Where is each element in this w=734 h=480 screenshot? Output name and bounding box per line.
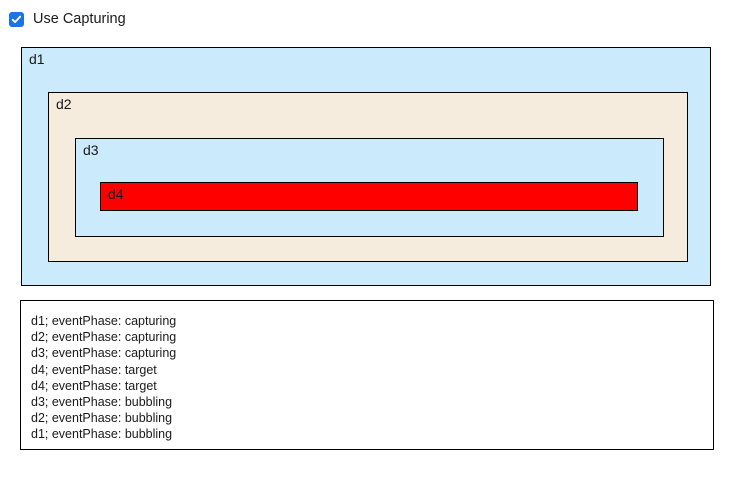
log-line: d3; eventPhase: bubbling [31, 395, 173, 410]
log-line: d4; eventPhase: target [31, 362, 157, 377]
box-d1[interactable]: d1 d2 d3 d4 [21, 47, 711, 286]
use-capturing-label[interactable]: Use Capturing [33, 10, 126, 27]
event-log-panel: d1; eventPhase: capturing d2; eventPhase… [20, 300, 714, 450]
box-d4[interactable]: d4 [100, 182, 638, 211]
box-d2-label: d2 [56, 96, 72, 112]
log-line: d3; eventPhase: capturing [31, 346, 177, 361]
box-d2[interactable]: d2 d3 d4 [48, 92, 688, 262]
box-d3[interactable]: d3 d4 [75, 138, 664, 237]
log-line: d4; eventPhase: target [31, 378, 157, 393]
log-line: d1; eventPhase: capturing [31, 314, 177, 328]
check-icon [11, 15, 22, 23]
use-capturing-checkbox[interactable] [9, 11, 24, 27]
log-line: d2; eventPhase: capturing [31, 330, 177, 345]
log-line: d2; eventPhase: bubbling [31, 411, 173, 426]
box-d4-label: d4 [108, 186, 124, 202]
use-capturing-control[interactable]: Use Capturing [9, 8, 126, 30]
box-d3-label: d3 [83, 142, 99, 158]
log-line: d1; eventPhase: bubbling [31, 427, 173, 442]
box-d1-label: d1 [29, 51, 45, 67]
